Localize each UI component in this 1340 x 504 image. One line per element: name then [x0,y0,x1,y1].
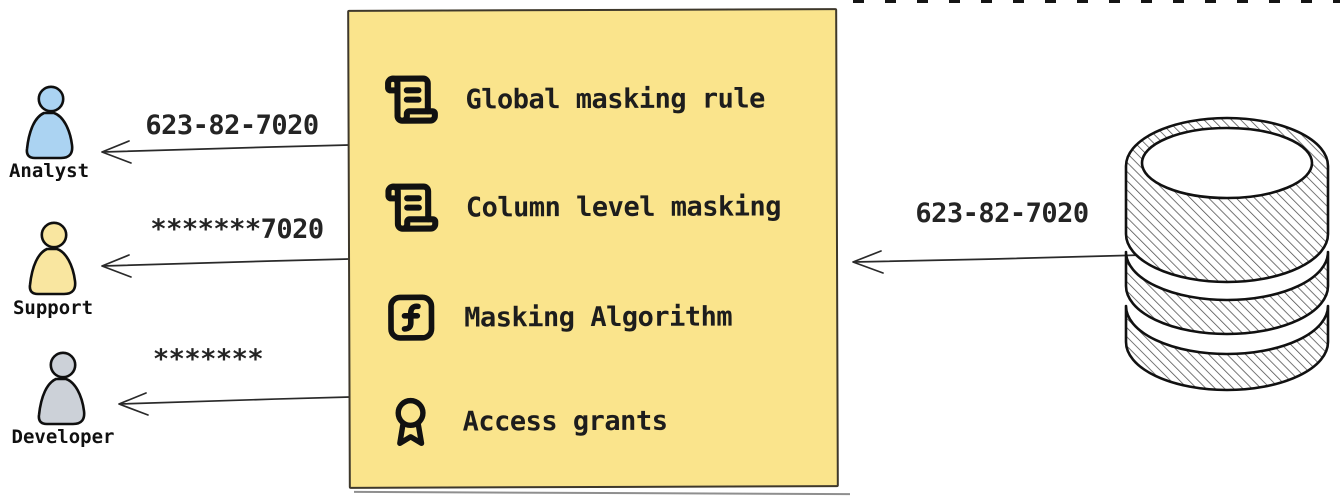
analyst-person-icon [21,85,79,163]
scroll-text-icon [384,178,440,238]
masking-box-item-label: Column level masking [466,191,781,223]
arrow-to-support [95,250,353,282]
masking-box-row-algorithm: Masking Algorithm [384,282,814,352]
masking-box: Global masking rule Column level masking… [347,8,839,489]
support-person-icon [24,221,82,299]
masking-box-row-access-grants: Access grants [384,386,814,456]
masking-box-item-label: Masking Algorithm [464,301,732,333]
box-shadow-line [354,491,850,495]
developer-person-icon [33,351,91,429]
developer-label: Developer [7,426,119,448]
arrow-from-database [845,244,1147,278]
award-icon [384,391,436,453]
masking-box-row-global-rule: Global masking rule [383,64,813,134]
function-square-icon [384,289,438,347]
database-icon [1122,112,1334,398]
support-value-label: *******7020 [122,214,352,245]
analyst-label: Analyst [0,160,98,182]
support-label: Support [4,297,102,319]
masking-box-row-column-masking: Column level masking [384,172,814,242]
developer-value-label: ******* [93,344,323,375]
scroll-text-icon [383,70,439,130]
dashed-line [853,0,1340,3]
masking-box-item-label: Global masking rule [465,83,764,115]
masking-box-item-label: Access grants [463,405,668,437]
arrow-to-analyst [95,135,353,167]
database-value-label: 623-82-7020 [887,198,1117,229]
arrow-to-developer [112,388,354,420]
